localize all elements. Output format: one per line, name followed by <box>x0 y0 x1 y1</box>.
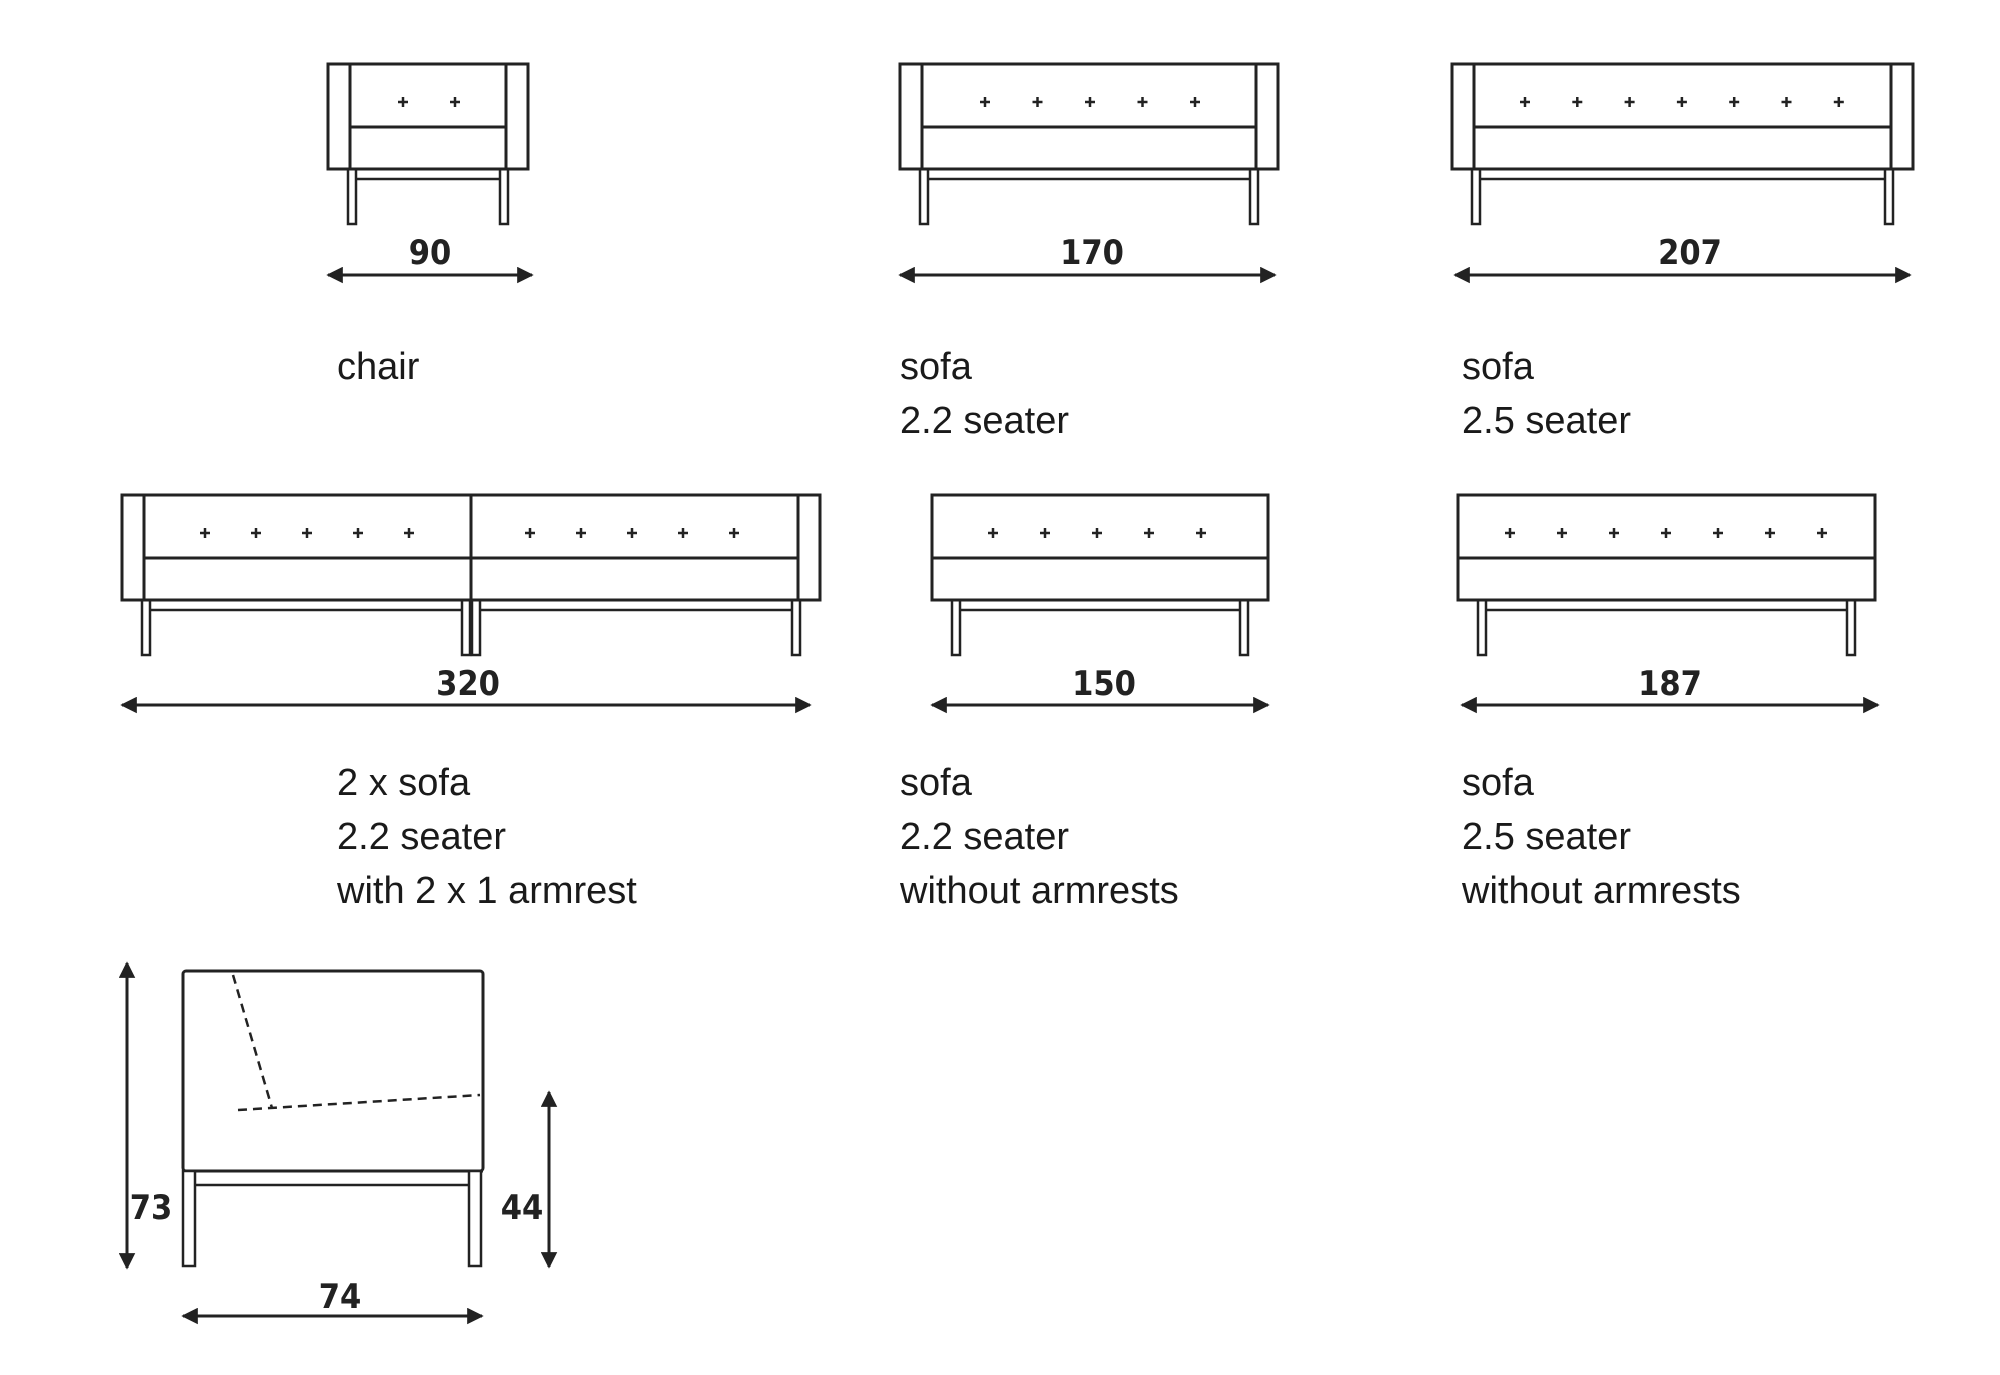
caption-line: 2.2 seater <box>900 816 1069 858</box>
tuft-cross <box>1196 528 1206 538</box>
tuft-cross <box>1713 528 1723 538</box>
caption-line: without armrests <box>1462 870 1741 912</box>
tuft-cross <box>450 97 460 107</box>
sofa-25-noarm-front-view <box>1456 493 1877 657</box>
caption-line: without armrests <box>900 870 1179 912</box>
leg <box>950 598 962 657</box>
seat-height-label: 44 <box>501 1188 544 1228</box>
tuft-cross <box>988 528 998 538</box>
caption-line: sofa <box>900 346 972 388</box>
tuft-cross <box>678 528 688 538</box>
sofa-22-noarm-width-label: 150 <box>1072 664 1136 704</box>
side-view <box>181 969 485 1268</box>
sofa-body <box>1456 493 1877 602</box>
tuft-cross <box>398 97 408 107</box>
side-backrest-dashed <box>231 974 274 1109</box>
tuft-cross <box>1032 97 1043 107</box>
caption-line: sofa <box>1462 346 1534 388</box>
caption-line: 2.5 seater <box>1462 816 1631 858</box>
sofa-25-noarm-width-label: 187 <box>1638 664 1702 704</box>
tuft-cross <box>729 528 739 538</box>
tuft-cross <box>1137 97 1148 107</box>
sofa-body <box>326 62 530 171</box>
caption-line: 2 x sofa <box>337 762 471 804</box>
tuft-cross <box>1520 97 1530 107</box>
sofa-22-noarm-front-view <box>930 493 1270 657</box>
height-label: 73 <box>130 1188 173 1228</box>
caption-line: chair <box>337 346 420 388</box>
tuft-cross <box>1765 528 1775 538</box>
side-back-leg <box>467 1169 483 1268</box>
tuft-cross <box>1144 528 1154 538</box>
tuft-cross <box>1092 528 1102 538</box>
tuft-cross <box>1557 528 1567 538</box>
caption-line: with 2 x 1 armrest <box>337 870 637 912</box>
sofa-25-front-view <box>1450 62 1915 226</box>
tuft-cross <box>1085 97 1095 107</box>
double-sofa-22-width-label: 320 <box>436 664 500 704</box>
caption-sofa-25: sofa 2.5 seater <box>1462 340 1631 448</box>
caption-line: 2.5 seater <box>1462 400 1631 442</box>
leg <box>498 167 510 226</box>
tuft-cross <box>1729 97 1740 107</box>
caption-line: 2.2 seater <box>337 816 506 858</box>
tuft-cross <box>1676 97 1687 107</box>
tuft-cross <box>1661 528 1671 538</box>
caption-double-sofa-22: 2 x sofa 2.2 seater with 2 x 1 armrest <box>337 756 637 918</box>
leg <box>1476 598 1488 657</box>
caption-sofa-22-noarm: sofa 2.2 seater without armrests <box>900 756 1179 918</box>
sofa-22-front-view <box>898 62 1280 226</box>
caption-sofa-22: sofa 2.2 seater <box>900 340 1069 448</box>
caption-line: sofa <box>900 762 972 804</box>
tuft-cross <box>525 528 535 538</box>
sofa-body <box>930 493 1270 602</box>
tuft-cross <box>980 97 990 107</box>
leg <box>140 598 152 657</box>
side-front-leg <box>181 1169 197 1268</box>
tuft-cross <box>1190 97 1200 107</box>
caption-chair: chair <box>337 340 419 394</box>
leg <box>460 598 472 657</box>
sofa-body <box>898 62 1280 171</box>
tuft-cross <box>1572 97 1583 107</box>
leg <box>1248 167 1260 226</box>
tuft-cross <box>404 528 414 538</box>
tuft-cross <box>1833 97 1844 107</box>
leg <box>790 598 802 657</box>
leg <box>1238 598 1250 657</box>
double-sofa-22-front-view <box>120 493 822 657</box>
tuft-cross <box>1781 97 1792 107</box>
tuft-cross <box>200 528 210 538</box>
leg <box>918 167 930 226</box>
sofa-25-width-label: 207 <box>1658 233 1722 273</box>
tuft-cross <box>627 528 637 538</box>
depth-label: 74 <box>319 1277 362 1317</box>
tuft-cross <box>1817 528 1827 538</box>
tuft-cross <box>576 528 586 538</box>
tuft-cross <box>1609 528 1619 538</box>
tuft-cross <box>353 528 363 538</box>
caption-line: 2.2 seater <box>900 400 1069 442</box>
leg <box>346 167 358 226</box>
caption-sofa-25-noarm: sofa 2.5 seater without armrests <box>1462 756 1741 918</box>
tuft-cross <box>302 528 312 538</box>
side-seat-dashed <box>237 1093 481 1112</box>
sofa-22-width-label: 170 <box>1060 233 1124 273</box>
chair-front-view <box>326 62 530 226</box>
leg <box>1883 167 1895 226</box>
sofa-body <box>1450 62 1915 171</box>
leg <box>1845 598 1857 657</box>
tuft-cross <box>1505 528 1515 538</box>
tuft-cross <box>251 528 261 538</box>
side-body <box>181 969 485 1173</box>
caption-line: sofa <box>1462 762 1534 804</box>
tuft-cross <box>1624 97 1635 107</box>
chair-width-label: 90 <box>409 233 452 273</box>
tuft-cross <box>1040 528 1050 538</box>
leg <box>1470 167 1482 226</box>
leg <box>470 598 482 657</box>
